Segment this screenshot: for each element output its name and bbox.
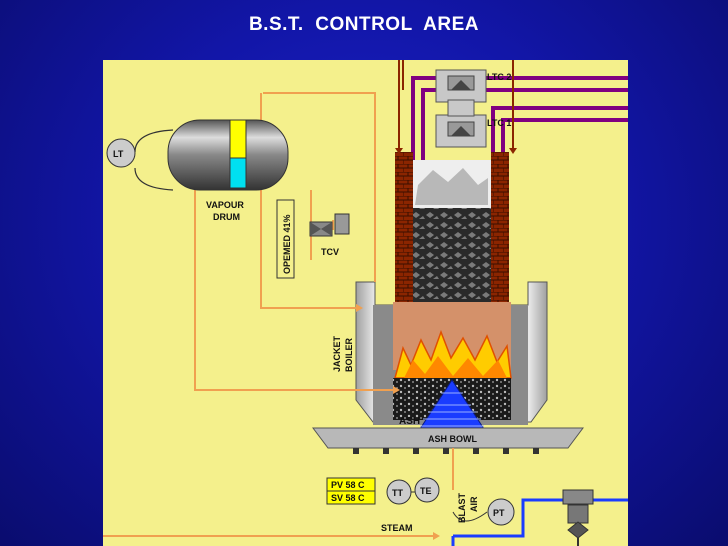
steam-label: STEAM bbox=[381, 523, 413, 533]
sv-value: SV 58 C bbox=[331, 493, 365, 503]
valve-icon bbox=[309, 213, 350, 237]
signal-lines-top bbox=[398, 60, 514, 148]
vapour-label: VAPOUR bbox=[206, 200, 244, 210]
vapour-drum bbox=[167, 119, 289, 191]
ltc2-label: LTC 2 bbox=[487, 72, 511, 82]
bst-process-diagram: LTC 2 LTC 1 ASH ASH BOWL bbox=[103, 60, 628, 546]
level-transmitter-icon: LT bbox=[106, 129, 174, 191]
brick-wall-right bbox=[491, 152, 509, 302]
valve-opening-indicator: OPEMED 41% bbox=[276, 199, 295, 279]
slide-title: B.S.T. CONTROL AREA bbox=[248, 14, 480, 35]
opened-percent: OPEMED 41% bbox=[282, 214, 292, 274]
orange-arrows bbox=[356, 304, 440, 540]
boiler-label: BOILER bbox=[344, 337, 354, 372]
lt-label: LT bbox=[113, 149, 124, 159]
tcv-label: TCV bbox=[321, 247, 339, 257]
blast-label: BLAST bbox=[457, 493, 467, 523]
ltc1-label: LTC 1 bbox=[487, 118, 511, 128]
air-label: AIR bbox=[469, 496, 479, 512]
ltc1-controller bbox=[435, 114, 487, 148]
pv-value: PV 58 C bbox=[331, 480, 365, 490]
jacket-label: JACKET bbox=[332, 335, 342, 372]
drum-label: DRUM bbox=[213, 212, 240, 222]
pv-sv-display: PV 58 C SV 58 C bbox=[326, 477, 376, 505]
brick-wall-left bbox=[395, 152, 413, 302]
ltc-lines bbox=[411, 76, 628, 160]
ash-bowl bbox=[312, 427, 584, 449]
flow-arrows-top bbox=[395, 148, 517, 154]
te-label: TE bbox=[420, 486, 432, 496]
ash-label: ASH bbox=[399, 416, 420, 427]
pressure-transmitter-icon: PT bbox=[452, 498, 515, 526]
coal-bed bbox=[413, 208, 491, 302]
temperature-transmitter-icon: TT TE bbox=[386, 477, 440, 505]
tt-label: TT bbox=[392, 488, 403, 498]
ltc2-controller bbox=[435, 69, 487, 103]
ash-bowl-label: ASH BOWL bbox=[428, 434, 477, 444]
ash-bowl-feet bbox=[353, 448, 539, 454]
blast-air-valve-icon bbox=[451, 489, 628, 546]
pt-label: PT bbox=[493, 508, 505, 518]
